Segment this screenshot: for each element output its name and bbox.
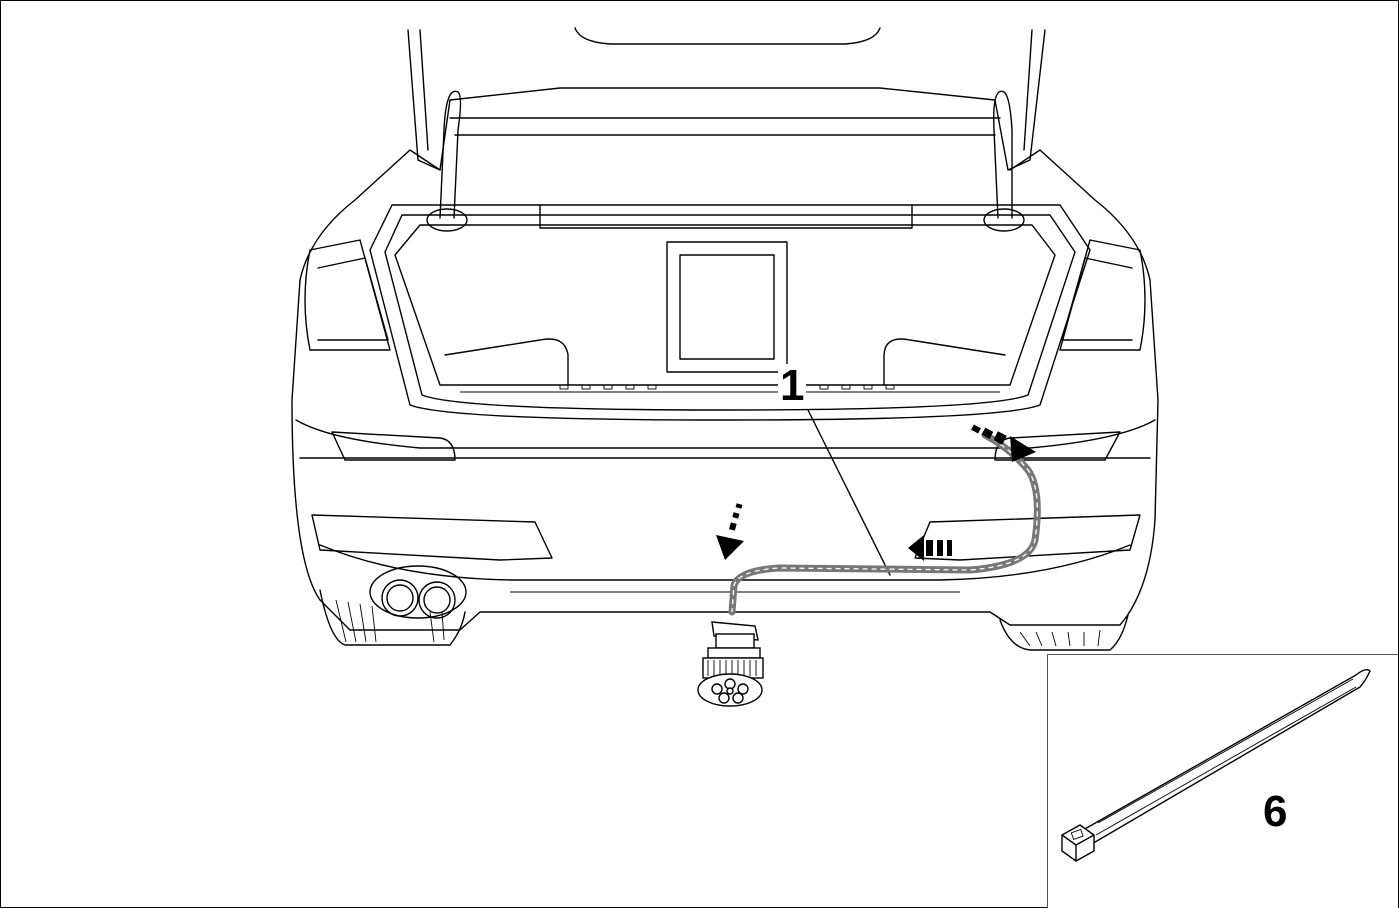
- cable-tie: [1061, 668, 1371, 862]
- callout-1: 1: [778, 361, 807, 410]
- trunk-struts: [426, 90, 1025, 232]
- leader-line-1: [807, 409, 891, 576]
- cable-tie-teeth: [1095, 678, 1357, 836]
- arrow-left-icon: [908, 535, 952, 561]
- trunk-lid: [407, 27, 1046, 171]
- trailer-socket: [697, 621, 764, 707]
- car-body: [291, 149, 1159, 651]
- arrow-down-icon: [716, 503, 744, 560]
- exhaust-tips: [369, 565, 467, 619]
- inset-panel: [1047, 654, 1398, 908]
- arrow-right-icon: [971, 424, 1036, 462]
- wiring-harness: [728, 431, 1041, 616]
- callout-6: 6: [1263, 787, 1288, 836]
